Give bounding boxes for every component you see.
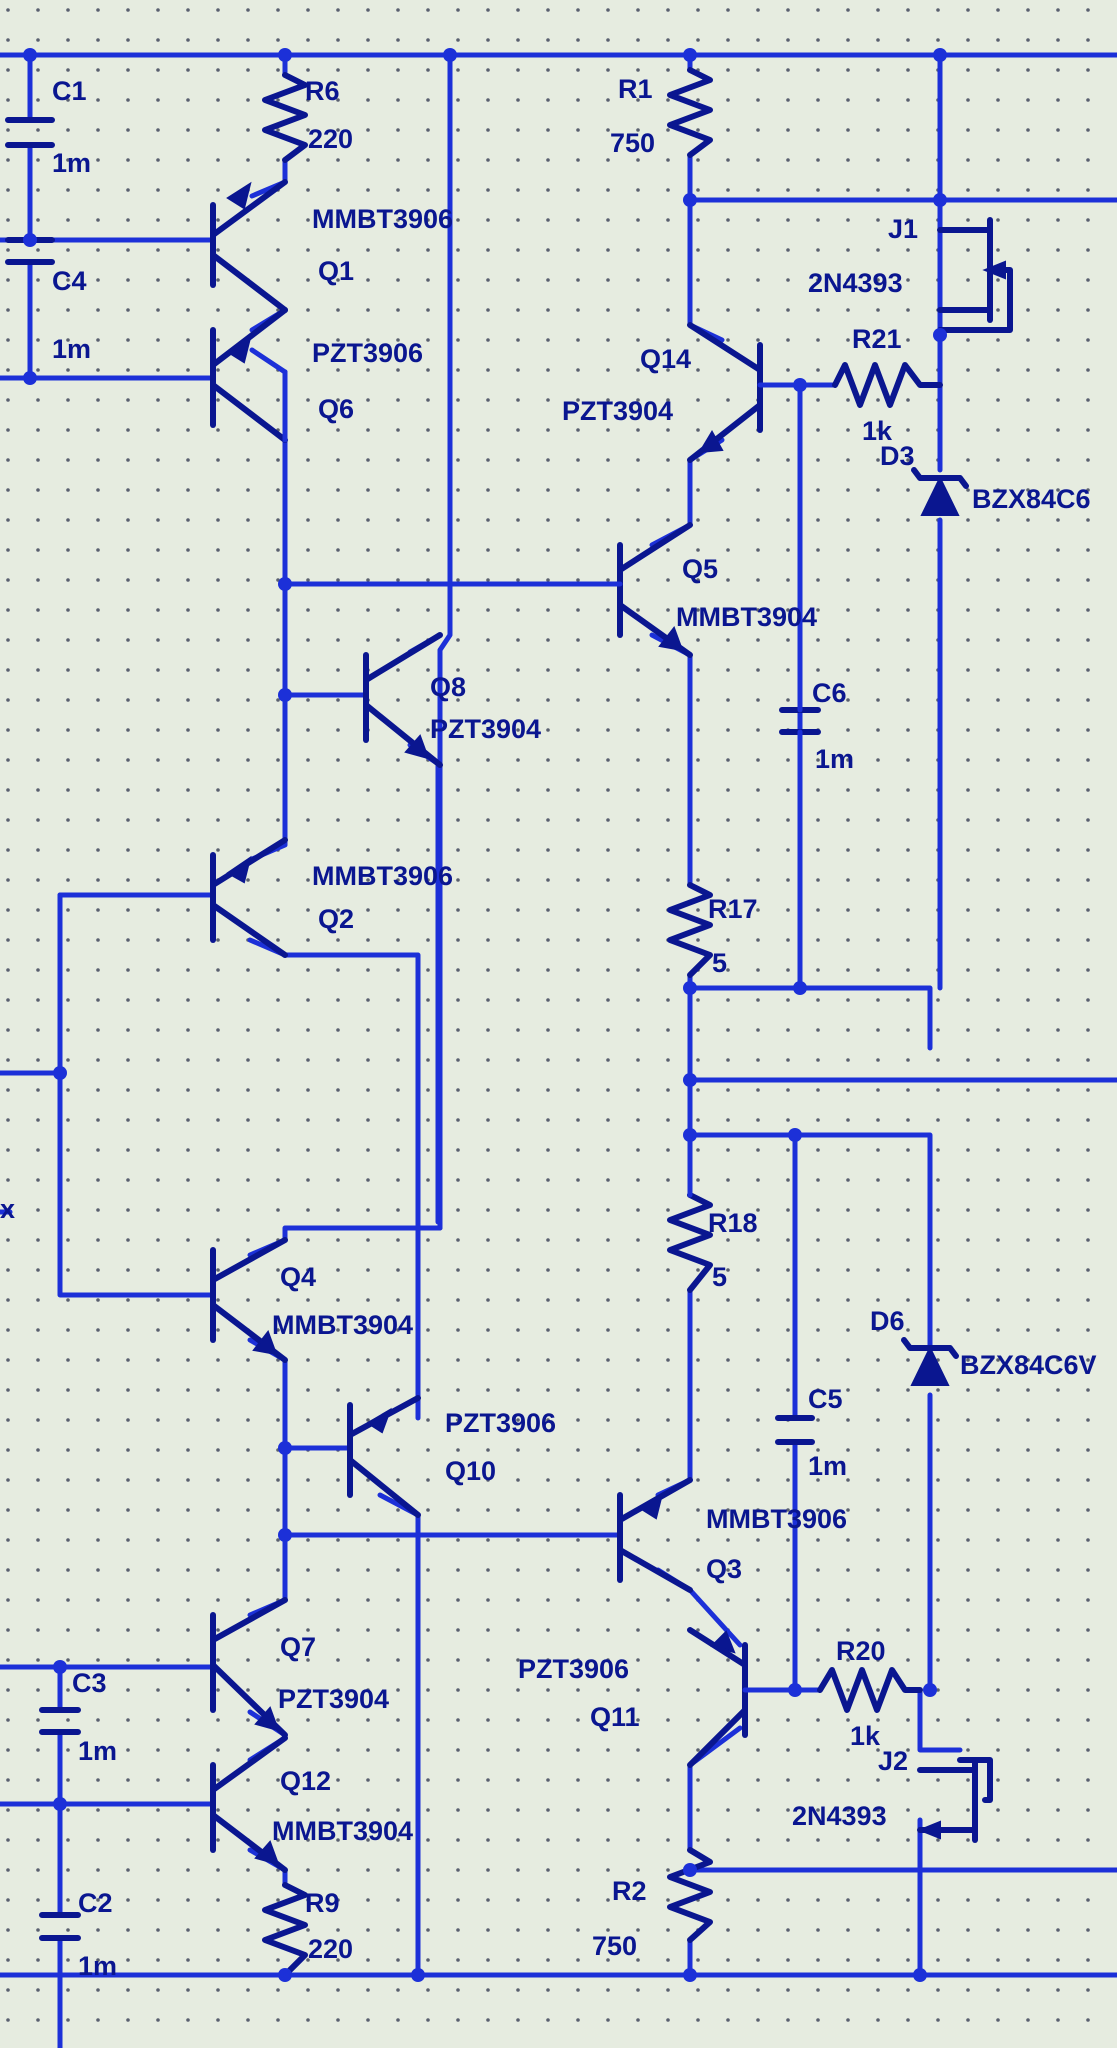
bjt-Q6-symbol	[210, 307, 288, 443]
label-Q6-ref: Q6	[318, 394, 354, 424]
label-R6-value: 220	[308, 124, 353, 154]
label-C4-ref: C4	[52, 266, 87, 296]
label-D6-ref: D6	[870, 1306, 905, 1336]
label-Q8-ref: Q8	[430, 672, 466, 702]
label-Q10-model: PZT3906	[445, 1408, 556, 1438]
label-Q14-ref: Q14	[640, 344, 691, 374]
label-C3-ref: C3	[72, 1668, 107, 1698]
label-D6-model: BZX84C6V	[960, 1350, 1097, 1380]
zener-D6-symbol	[901, 1337, 959, 1386]
label-J2-ref: J2	[878, 1746, 908, 1776]
label-C2-value: 1m	[78, 1951, 117, 1981]
label-Q2-model: MMBT3906	[312, 861, 453, 891]
bjt-Q3-symbol	[617, 1477, 693, 1593]
label-C6-value: 1m	[815, 744, 854, 774]
label-Q1-ref: Q1	[318, 256, 354, 286]
bjt-Q7-symbol	[210, 1597, 288, 1738]
label-C1-ref: C1	[52, 76, 87, 106]
bjt-Q14-symbol	[687, 322, 763, 463]
resistor-R18-symbol	[667, 1192, 713, 1293]
label-R6-ref: R6	[305, 76, 340, 106]
label-Q10-ref: Q10	[445, 1456, 496, 1486]
component-symbols	[5, 67, 1013, 1978]
bjt-Q8-symbol	[363, 632, 443, 768]
label-R18-ref: R18	[708, 1208, 758, 1238]
zener-D3-symbol	[911, 467, 969, 516]
label-C5-ref: C5	[808, 1384, 843, 1414]
label-R2-ref: R2	[612, 1876, 647, 1906]
resistor-R20-symbol	[817, 1667, 923, 1713]
label-D3-model: BZX84C6	[972, 484, 1091, 514]
label-R17-value: 5	[712, 948, 727, 978]
label-R21-value: 1k	[862, 416, 893, 446]
label-J2-model: 2N4393	[792, 1801, 887, 1831]
label-C6-ref: C6	[812, 678, 847, 708]
bjt-Q2-symbol	[210, 837, 288, 958]
label-R20-value: 1k	[850, 1721, 881, 1751]
label-left-edge-mark: x	[0, 1194, 15, 1224]
bjt-Q10-symbol	[347, 1395, 421, 1518]
bjt-Q5-symbol	[617, 522, 693, 658]
cap-C1-symbol	[5, 117, 55, 148]
label-C4-value: 1m	[52, 334, 91, 364]
label-J1-model: 2N4393	[808, 268, 903, 298]
bjt-Q12-symbol	[210, 1735, 288, 1873]
label-Q5-ref: Q5	[682, 554, 718, 584]
cap-C2-symbol	[39, 1912, 81, 1941]
labels: C1 1m C4 1m R6 220 MMBT3906 Q1 PZT3906 Q…	[0, 74, 1097, 1981]
cap-C5-symbol	[775, 1415, 815, 1445]
resistor-R2-symbol	[667, 1847, 713, 1943]
label-R2-value: 750	[592, 1931, 637, 1961]
junction-dots	[23, 48, 947, 1982]
label-J1-ref: J1	[888, 214, 918, 244]
label-Q2-ref: Q2	[318, 904, 354, 934]
label-Q1-model: MMBT3906	[312, 204, 453, 234]
label-Q11-ref: Q11	[590, 1702, 640, 1732]
label-Q14-model: PZT3904	[562, 396, 673, 426]
cap-C3-symbol	[39, 1707, 81, 1735]
wires	[0, 52, 1117, 2048]
label-Q4-ref: Q4	[280, 1262, 316, 1292]
bjt-Q4-symbol	[210, 1237, 288, 1363]
label-Q6-model: PZT3906	[312, 338, 423, 368]
bjt-Q1-symbol	[210, 179, 288, 313]
label-D3-ref: D3	[880, 441, 915, 471]
label-Q7-ref: Q7	[280, 1632, 316, 1662]
label-Q3-model: MMBT3906	[706, 1504, 847, 1534]
label-R9-ref: R9	[305, 1888, 340, 1918]
label-Q7-model: PZT3904	[278, 1684, 389, 1714]
label-Q12-ref: Q12	[280, 1766, 331, 1796]
label-Q11-model: PZT3906	[518, 1654, 629, 1684]
resistor-R21-symbol	[832, 362, 943, 408]
label-C3-value: 1m	[78, 1736, 117, 1766]
jfet-J1-symbol	[937, 217, 1013, 333]
label-C1-value: 1m	[52, 148, 91, 178]
label-R9-value: 220	[308, 1934, 353, 1964]
resistor-R6-symbol	[262, 72, 308, 163]
label-Q3-ref: Q3	[706, 1554, 742, 1584]
label-R1-ref: R1	[618, 74, 653, 104]
label-Q8-model: PZT3904	[430, 714, 541, 744]
jfet-J2-symbol	[917, 1757, 993, 1843]
label-R21-ref: R21	[852, 324, 902, 354]
label-C2-ref: C2	[78, 1888, 113, 1918]
resistor-R9-symbol	[262, 1882, 308, 1978]
label-R18-value: 5	[712, 1262, 727, 1292]
label-R20-ref: R20	[836, 1636, 886, 1666]
label-R1-value: 750	[610, 128, 655, 158]
resistor-R17-symbol	[667, 882, 713, 978]
resistor-R1-symbol	[667, 67, 713, 158]
grid-dots	[6, 8, 1090, 2022]
label-C5-value: 1m	[808, 1451, 847, 1481]
label-Q12-model: MMBT3904	[272, 1816, 413, 1846]
label-R17-ref: R17	[708, 894, 758, 924]
label-Q5-model: MMBT3904	[676, 602, 817, 632]
label-Q4-model: MMBT3904	[272, 1310, 413, 1340]
